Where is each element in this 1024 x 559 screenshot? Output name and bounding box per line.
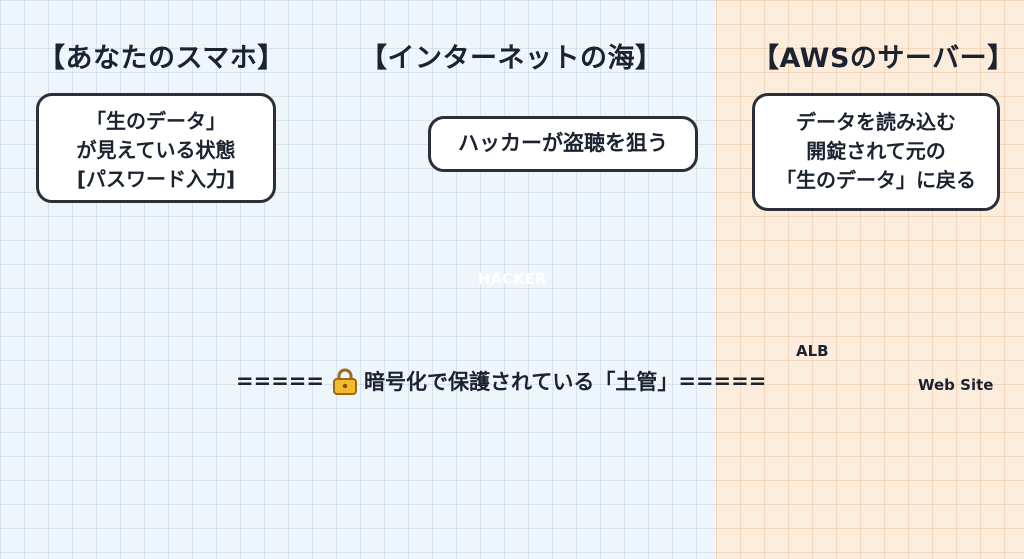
website-label: Web Site [918,376,994,394]
server-bubble-line-3: 「生のデータ」に戻る [776,168,976,192]
network-icon [380,481,414,507]
globe-icon [931,315,989,373]
inbound-arrow [236,394,778,458]
wave-icon [601,248,653,258]
outbound-arrow [245,294,786,358]
phone-bubble-line-1: 「生のデータ」 [86,109,226,133]
phone-bubble-line-2: が見えている状態 [76,138,236,162]
hacker-bubble-text: ハッカーが盗聴を狙う [458,131,668,155]
server-bubble-line-1: データを読み込む [796,110,956,134]
phone-heading: 【あなたのスマホ】 [38,43,285,74]
alb-icon [790,288,838,336]
server-bubble-line-2: 開錠されて元の [806,139,946,163]
tunnel-left-equals: ===== [236,369,324,393]
alb-label: ALB [796,342,829,360]
server-heading: 【AWSのサーバー】 [752,43,1015,74]
wave-icon [350,208,402,218]
wave-icon [346,136,398,146]
wave-icon [599,223,651,233]
phone-speech-bubble: 「生のデータ」 が見えている状態 [パスワード入力] [36,93,276,203]
network-icon [540,484,570,508]
tunnel-right-equals: ===== [678,369,767,393]
phone-bubble-line-3: [パスワード入力] [76,167,236,191]
wifi-icon [341,262,361,280]
wave-icon [596,471,648,481]
tunnel-text: 暗号化で保護されている「土管」 [363,370,679,394]
internet-heading: 【インターネットの海】 [360,43,663,74]
server-speech-bubble: データを読み込む 開錠されて元の 「生のデータ」に戻る [752,93,1000,211]
encrypted-tunnel-caption: ===== 暗号化で保護されている「土管」 ===== [236,364,796,398]
network-icon [643,199,673,223]
hacker-label: HACKER [478,270,547,288]
hacker-speech-bubble: ハッカーが盗聴を狙う [428,116,698,172]
wave-icon [434,491,486,501]
lock-icon [332,367,358,395]
